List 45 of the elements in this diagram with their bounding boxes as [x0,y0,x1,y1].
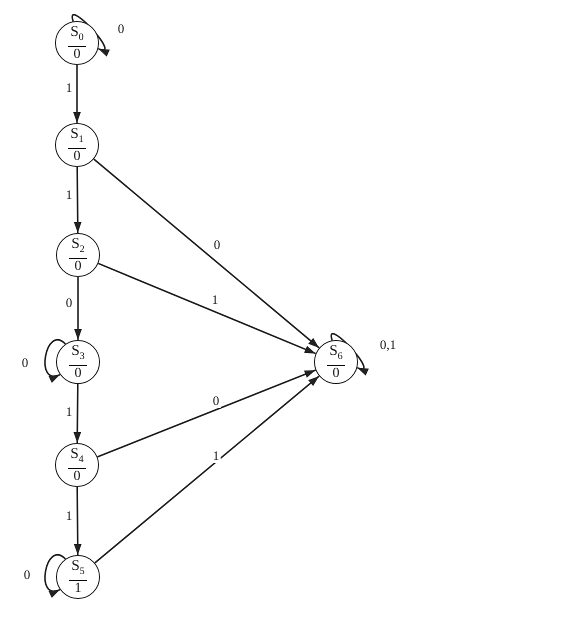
edge-label: 0,1 [378,338,398,352]
transition-arrow [93,158,320,348]
edge-label: 1 [212,449,220,463]
state-name: S$_{3}$ [69,344,87,366]
transition-arrow [98,262,316,354]
transition-arrow [74,277,82,340]
edge-label: 1 [64,188,74,202]
state-output: 0 [74,258,82,274]
state-name: S$_{4}$ [68,446,86,468]
transition-arrow [74,487,82,555]
edge-label: 0 [20,356,30,370]
state-circle [55,443,99,487]
state-output: 1 [74,580,82,596]
state-circle [314,340,358,384]
state-name: S$_{2}$ [69,236,87,258]
state-circle [55,123,99,167]
state-circle [56,555,100,599]
edge-label: 1 [64,81,74,95]
state-output: 0 [332,366,340,380]
self-loop-arrow [44,339,66,382]
edge-label: 1 [64,405,74,419]
transition-arrow [97,369,316,458]
state-output: 0 [74,46,80,62]
edge-label: 0 [212,394,220,408]
state-circle [56,340,100,384]
transition-arrow [73,65,81,123]
edge-label: 0 [22,568,32,582]
edge-label: 0 [64,296,74,310]
transition-arrow [94,375,320,564]
state-output: 0 [74,366,82,380]
edge-label: 0 [116,22,126,36]
state-name: S$_{1}$ [68,126,86,148]
transition-arrow [74,167,82,233]
state-name: S$_{0}$ [68,24,86,46]
state-name: S$_{5}$ [69,558,87,580]
state-circle [55,21,99,65]
state-name: S$_{6}$ [327,344,345,366]
edge-label: 0 [212,238,222,252]
state-circle [56,233,100,277]
state-output: 0 [74,468,80,484]
edge-label: 1 [210,293,220,307]
edge-label: 1 [64,509,74,523]
transition-arrow [73,384,82,443]
state-output: 0 [74,148,80,164]
self-loop-arrow [44,554,66,596]
